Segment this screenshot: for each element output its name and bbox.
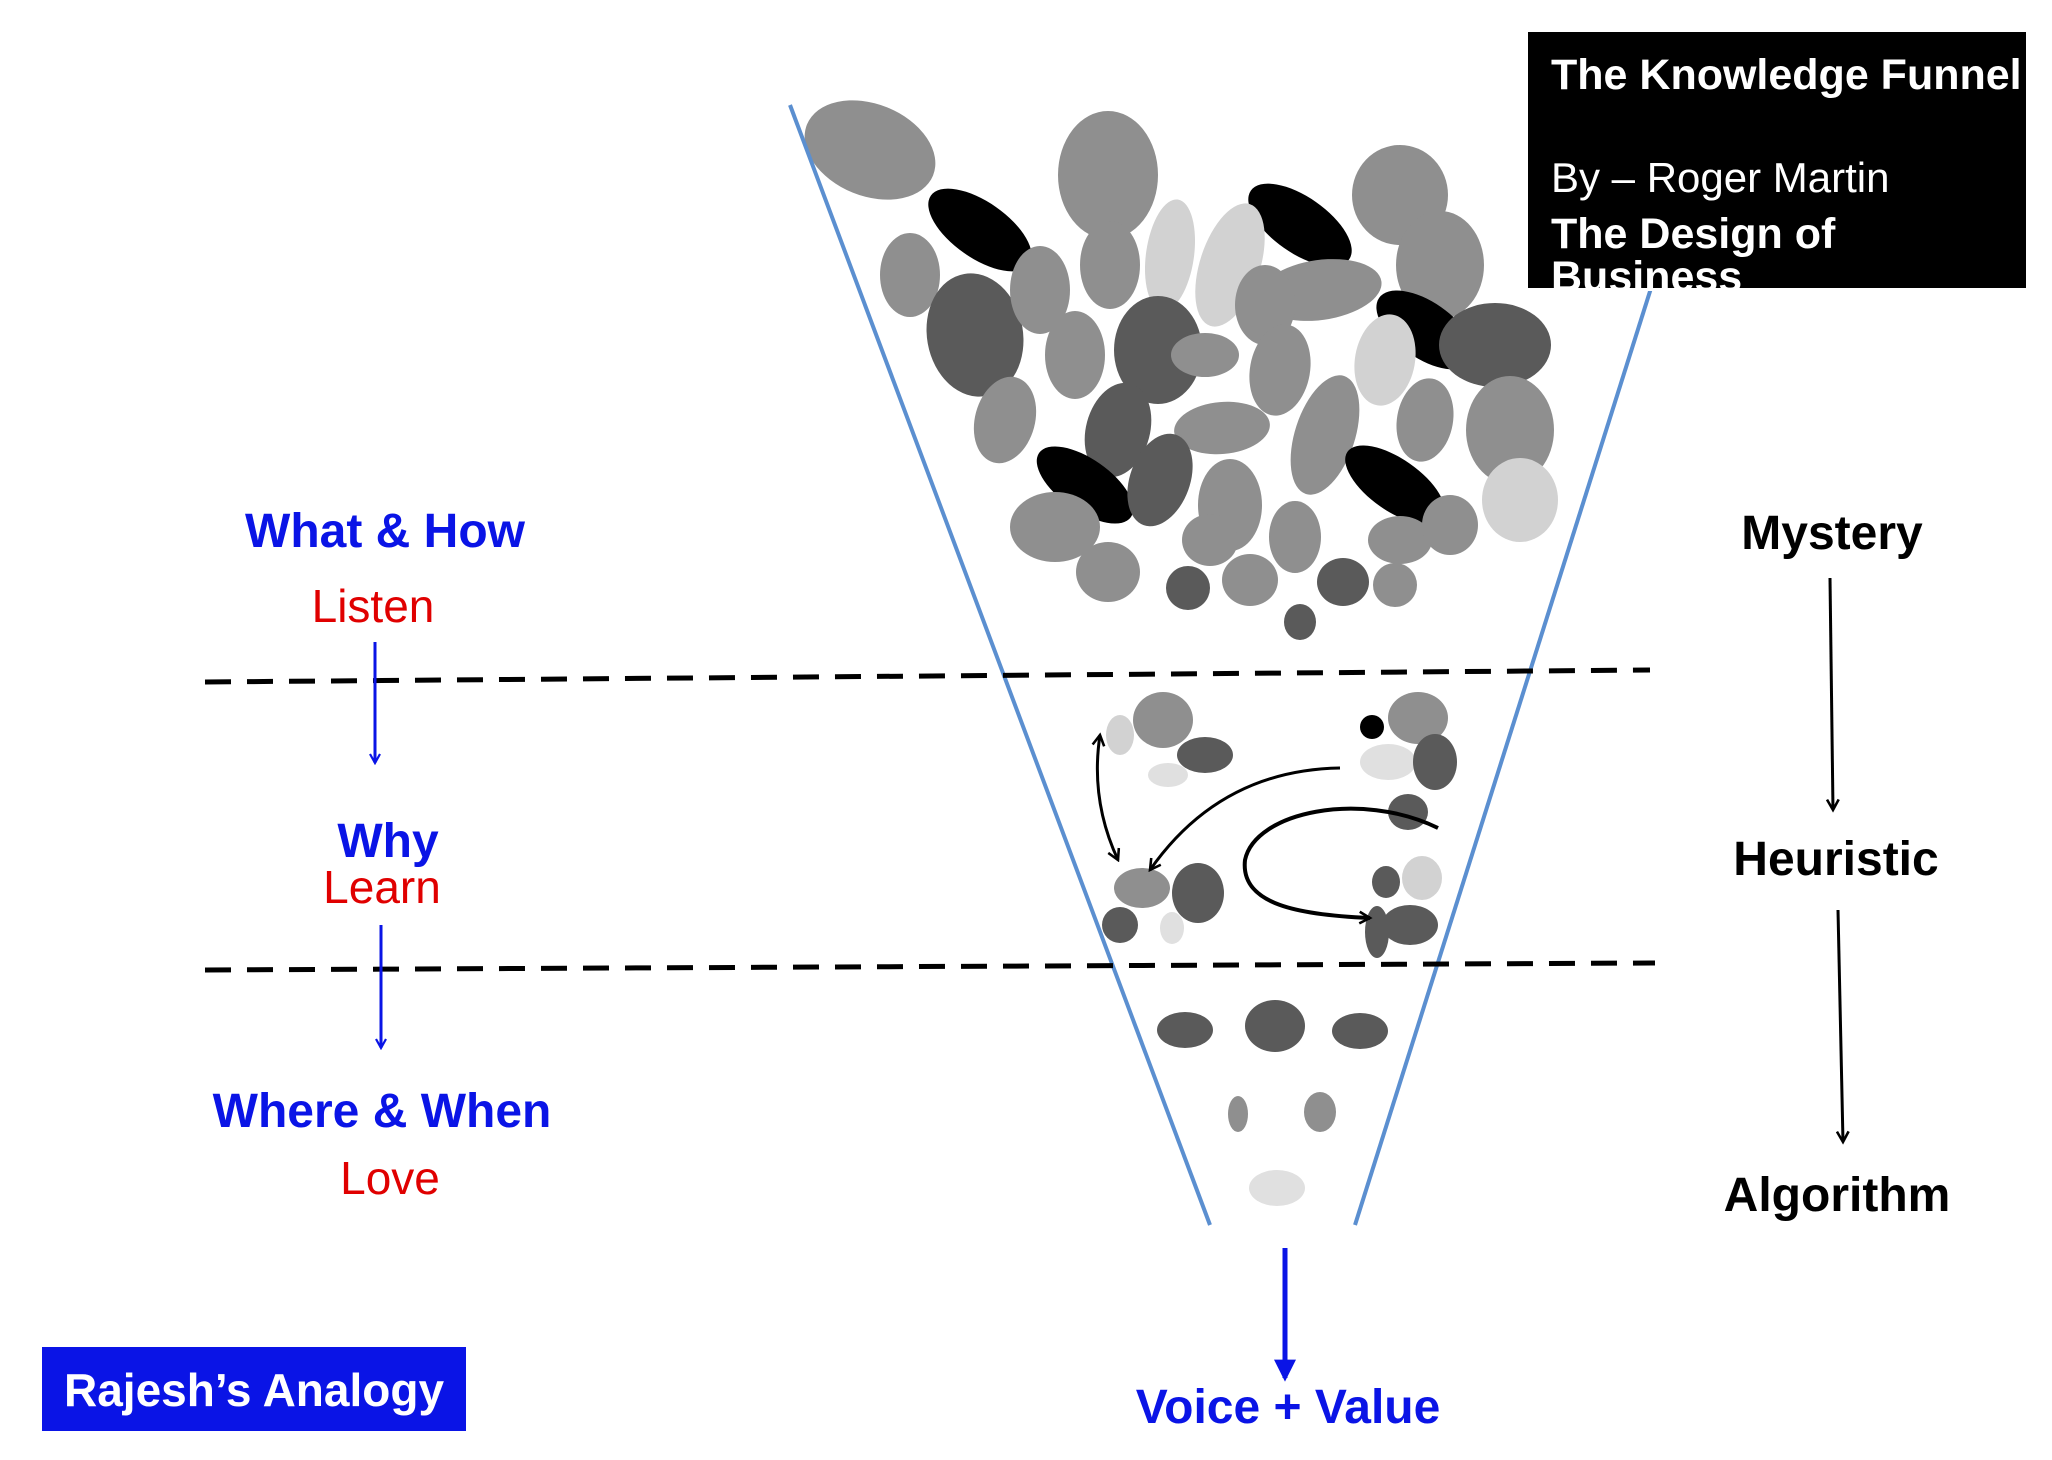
stage-action-learn: Learn [323, 861, 441, 913]
stage-heuristic: Heuristic [1733, 833, 1939, 886]
title-box: The Knowledge Funnel By – Roger Martin T… [1528, 32, 2026, 299]
stage-question-where-when: Where & When [212, 1085, 552, 1138]
knowledge-blobs-mystery [804, 100, 1558, 640]
stage-action-listen: Listen [311, 580, 435, 632]
stage-mystery: Mystery [1741, 507, 1923, 560]
separator-lower [204, 960, 1656, 973]
stage-question-why: Why [337, 815, 439, 868]
diagram-book: The Design of Business [1551, 210, 1836, 301]
stage-algorithm: Algorithm [1723, 1169, 1951, 1222]
analogy-badge: Rajesh’s Analogy [42, 1347, 466, 1431]
separator-upper [204, 667, 1651, 685]
funnel-right-edge [1353, 284, 1654, 1226]
stage-action-love: Love [340, 1152, 440, 1204]
arrow-heuristic-to-algorithm [1838, 909, 1843, 1142]
diagram-author: By – Roger Martin [1551, 154, 1890, 201]
output-label: Voice + Value [1135, 1381, 1441, 1434]
diagram-title: The Knowledge Funnel [1551, 51, 2022, 99]
arrow-mystery-to-heuristic [1830, 577, 1833, 810]
arrow-loop-across [1150, 766, 1341, 870]
funnel-left-edge [788, 104, 1212, 1226]
arrow-loop-left [1097, 735, 1118, 860]
arrow-loop-circle [1242, 806, 1439, 918]
stage-question-what-how: What & How [245, 505, 525, 558]
knowledge-blobs-algorithm [1157, 1000, 1388, 1206]
